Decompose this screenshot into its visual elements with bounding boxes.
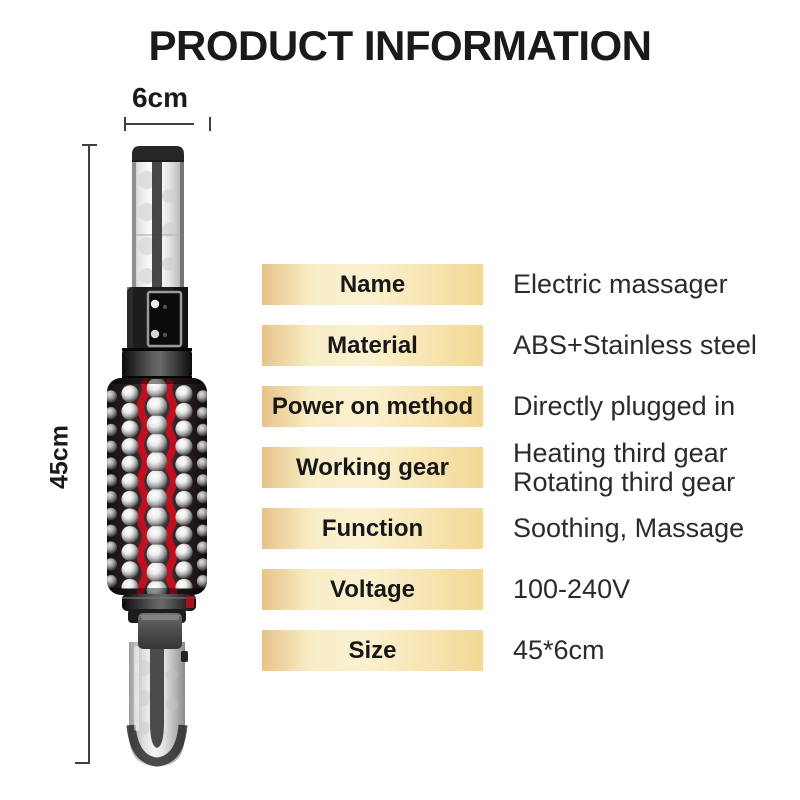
power-button [150, 299, 160, 309]
height-dimension-label: 45cm [45, 425, 74, 489]
spec-value: 45*6cm [513, 635, 605, 665]
spec-value: Soothing, Massage [513, 513, 745, 543]
spec-label: Material [262, 325, 483, 366]
spec-row-function: Function Soothing, Massage [262, 508, 782, 549]
spec-value: ABS+Stainless steel [513, 330, 757, 360]
spec-label: Working gear [262, 447, 483, 488]
spec-row-power-on-method: Power on method Directly plugged in [262, 386, 782, 427]
spec-row-working-gear: Working gear Heating third gear Rotating… [262, 438, 782, 496]
spec-label: Name [262, 264, 483, 305]
roller-balls [107, 378, 207, 595]
spec-value: Electric massager [513, 269, 728, 299]
control-panel [122, 287, 192, 380]
spec-row-voltage: Voltage 100-240V [262, 569, 782, 610]
mode-button [150, 329, 160, 339]
product-image [75, 117, 211, 767]
dimension-lines [75, 117, 211, 764]
width-dimension-label: 6cm [131, 82, 189, 113]
spec-label: Power on method [262, 386, 483, 427]
page-title: PRODUCT INFORMATION [148, 22, 652, 69]
product-handle [122, 594, 196, 767]
spec-row-name: Name Electric massager [262, 264, 782, 305]
spec-row-material: Material ABS+Stainless steel [262, 325, 782, 366]
spec-value: Heating third gear Rotating third gear [513, 437, 736, 497]
spec-label: Function [262, 508, 483, 549]
spec-label: Voltage [262, 569, 483, 610]
spec-table: Name Electric massager Material ABS+Stai… [262, 264, 782, 691]
spec-row-size: Size 45*6cm [262, 630, 782, 671]
spec-value: Directly plugged in [513, 391, 736, 421]
spec-value: 100-240V [513, 574, 631, 604]
product-top-head [132, 146, 184, 290]
spec-label: Size [262, 630, 483, 671]
